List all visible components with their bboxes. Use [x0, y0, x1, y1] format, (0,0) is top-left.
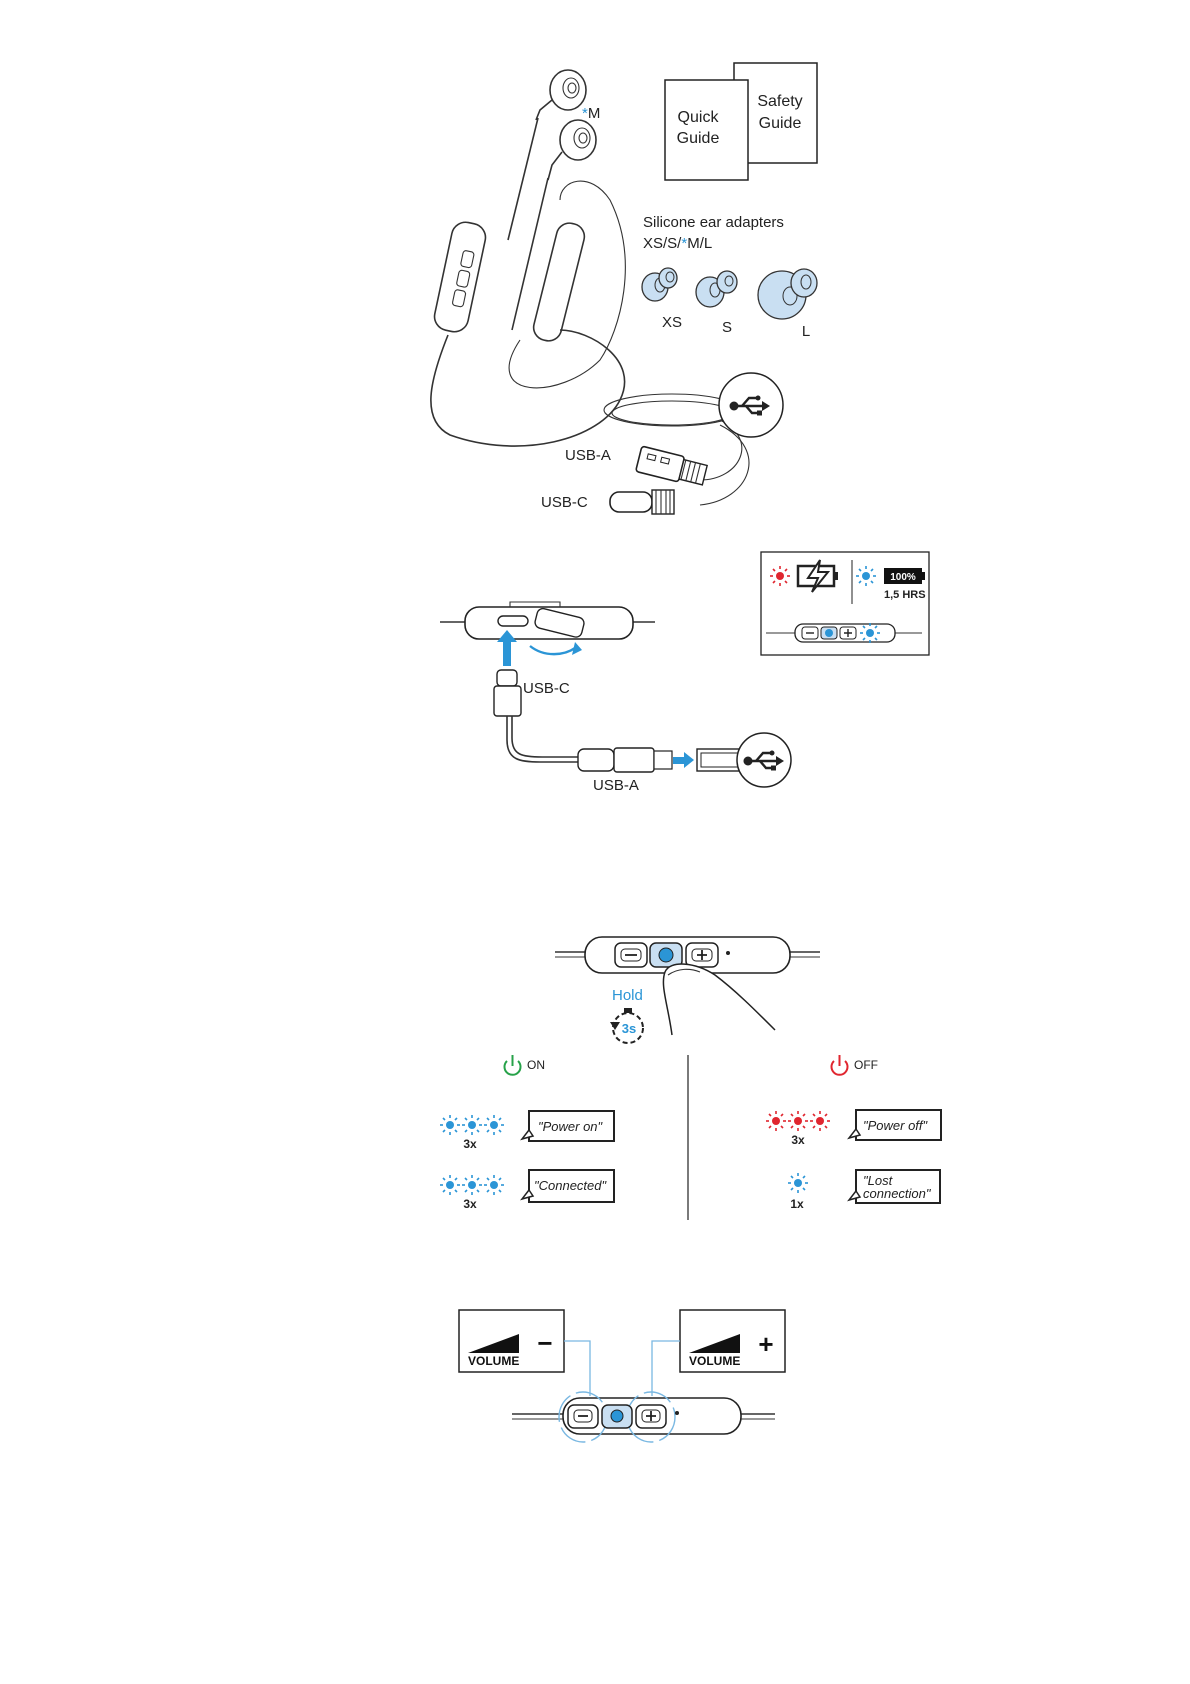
battery-hours: 1,5 HRS — [884, 589, 926, 601]
earphones-illustration: *M — [431, 70, 625, 446]
svg-text:*M: *M — [582, 105, 600, 122]
adapter-xs — [642, 268, 677, 301]
volume-minus-sign: − — [537, 1328, 552, 1358]
off-label: OFF — [854, 1058, 878, 1072]
connected-count: 3x — [463, 1197, 477, 1211]
adapter-label-s: S — [722, 319, 732, 336]
adapters-title: Silicone ear adapters — [643, 214, 784, 231]
safety-guide-line2: Guide — [759, 115, 802, 132]
hold-time: 3s — [622, 1021, 636, 1036]
ear-adapters: Silicone ear adapters XS/S/*M/L XS — [642, 214, 817, 340]
size-marker-letter: M — [588, 105, 601, 122]
package-contents: *M Safety Guide Quick Guide Silicone ear… — [431, 63, 817, 514]
charging-illustration: USB-C USB-A — [440, 602, 791, 794]
message-power-on: 3x "Power on" — [440, 1111, 614, 1151]
safety-guide-line1: Safety — [757, 93, 802, 110]
battery-full-badge: 100% — [884, 568, 925, 584]
adapter-label-l: L — [802, 323, 810, 340]
volume-up-label: VOLUME — [689, 1354, 740, 1368]
lost-connection-count: 1x — [790, 1197, 804, 1211]
volume-remote-illustration — [512, 1392, 775, 1442]
quick-guide-line1: Quick — [678, 109, 720, 126]
message-lost-connection: 1x "Lost connection" — [788, 1170, 940, 1211]
guides-illustration: Safety Guide Quick Guide — [665, 63, 817, 180]
power-on-count: 3x — [463, 1137, 477, 1151]
power-off-column: OFF 3x "Power off" 1x "Lost connection" — [766, 1055, 941, 1211]
usb-c-label: USB-C — [541, 494, 588, 511]
power-on-icon — [505, 1055, 521, 1075]
svg-text:XS/S/*M/L: XS/S/*M/L — [643, 235, 712, 252]
charge-usb-c-label: USB-C — [523, 680, 570, 697]
power-on-column: ON 3x "Power on" 3x "Connected" — [440, 1055, 614, 1211]
adapter-l — [758, 269, 817, 319]
usb-a-label: USB-A — [565, 447, 611, 464]
adapters-sizes-suffix: M/L — [687, 235, 712, 252]
volume-plus-sign: + — [758, 1329, 773, 1359]
status-remote-led — [860, 623, 880, 643]
adapter-label-xs: XS — [662, 314, 682, 331]
adapters-sizes-prefix: XS/S/ — [643, 235, 682, 252]
message-power-off: 3x "Power off" — [766, 1110, 941, 1147]
led-red-charging — [770, 566, 790, 586]
usb-cable-illustration: USB-A USB-C — [541, 373, 783, 514]
quick-guide-line2: Guide — [677, 130, 720, 147]
power-section: Hold 3s ON 3x "Power o — [440, 937, 941, 1220]
charging-status-box: 100% 1,5 HRS — [761, 552, 929, 655]
on-label: ON — [527, 1058, 545, 1072]
power-off-text: "Power off" — [863, 1118, 929, 1133]
finger-illustration — [663, 964, 775, 1035]
connected-text: "Connected" — [534, 1178, 607, 1193]
power-off-count: 3x — [791, 1133, 805, 1147]
power-remote-illustration: Hold 3s — [555, 937, 820, 1043]
charge-usb-a-label: USB-A — [593, 777, 639, 794]
charging-section: USB-C USB-A 100% 1,5 HRS — [440, 552, 929, 794]
volume-down-label: VOLUME — [468, 1354, 519, 1368]
power-off-icon — [832, 1055, 848, 1075]
lost-connection-text-line2: connection" — [863, 1186, 932, 1201]
volume-up-box: VOLUME + — [680, 1310, 785, 1372]
battery-percent: 100% — [890, 572, 916, 583]
volume-section: VOLUME − VOLUME + — [459, 1310, 785, 1442]
timer-3s-icon: 3s — [610, 1008, 643, 1043]
volume-down-box: VOLUME − — [459, 1310, 564, 1372]
adapter-s — [696, 271, 737, 307]
message-connected: 3x "Connected" — [440, 1170, 614, 1211]
led-blue-full — [856, 566, 876, 586]
power-on-text: "Power on" — [538, 1119, 604, 1134]
hold-label: Hold — [612, 987, 643, 1004]
